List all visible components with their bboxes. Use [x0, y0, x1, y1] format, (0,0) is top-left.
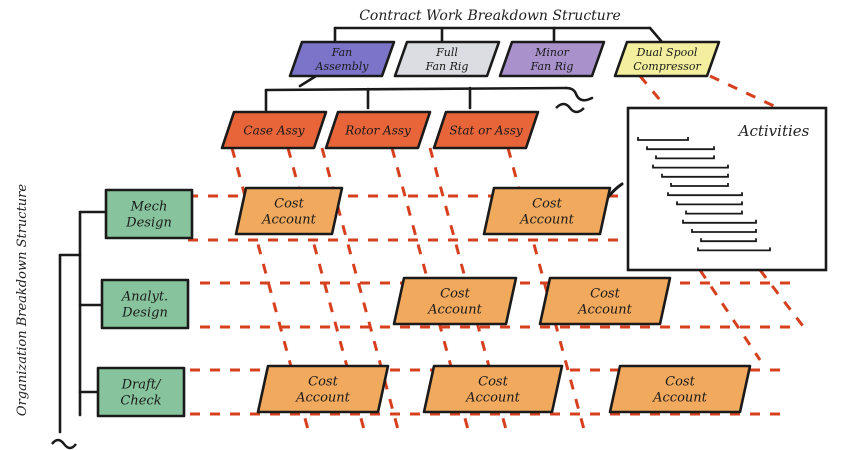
- activity-bars: [637, 137, 771, 252]
- minor-fan-rig-box-shape: [498, 40, 606, 78]
- activity-bar: [661, 173, 729, 178]
- cost-account-1-2-shape: [538, 276, 672, 326]
- activity-bar: [637, 137, 689, 141]
- dashed-guide-line: [638, 75, 662, 101]
- activity-bar: [700, 238, 757, 243]
- analyt-design-box-label: Design: [121, 306, 168, 321]
- cost-account-2-0-shape: [256, 364, 390, 414]
- mech-design-box-label: Design: [125, 216, 172, 231]
- activity-bar: [685, 210, 743, 215]
- draft-check-box-label: Check: [120, 394, 161, 409]
- full-fan-rig-box-label: Full: [435, 46, 458, 59]
- obs-break-mark: [51, 438, 77, 450]
- stator-assy-box-label: Stat or Assy: [449, 123, 523, 137]
- cost-account-0-2-label: Account: [519, 213, 575, 228]
- activity-bar: [646, 146, 715, 151]
- activities-panel: Activities: [626, 106, 828, 272]
- cost-account-1-2-label: Cost: [590, 287, 620, 302]
- dual-spool-compressor-box-label: Dual Spool: [636, 46, 698, 59]
- activity-bar: [676, 201, 743, 206]
- stator-assy-box-shape: [432, 110, 540, 150]
- activity-bar: [697, 247, 771, 252]
- dual-spool-compressor-box-shape: [613, 40, 721, 78]
- cost-account-2-2-label: Cost: [665, 375, 695, 390]
- cost-account-2-1-shape: [422, 364, 564, 414]
- dual-spool-compressor-box-label: Compressor: [633, 60, 701, 73]
- activity-bar: [691, 229, 757, 233]
- cost-account-2-0-label: Account: [295, 391, 351, 406]
- obs-tree-lines: [58, 210, 108, 434]
- case-assy-box: Case Assy: [220, 110, 328, 150]
- cost-account-2-2-shape: [608, 364, 752, 414]
- activity-bar: [655, 155, 715, 160]
- cost-account-1-1-shape: [392, 276, 518, 326]
- minor-fan-rig-box-label: Minor: [534, 46, 569, 59]
- cost-account-2-2-label: Account: [652, 391, 708, 406]
- dashed-guide-line: [758, 269, 808, 331]
- cost-account-0-0-shape: [234, 186, 344, 236]
- wbs-break-mark: [555, 102, 585, 114]
- analyt-design-box-shape: [100, 278, 190, 330]
- analyt-design-box: Analyt.Design: [100, 278, 190, 330]
- cost-account-1-2-label: Account: [577, 303, 633, 318]
- draft-check-box: Draft/Check: [96, 366, 186, 418]
- stator-assy-box: Stat or Assy: [432, 110, 540, 150]
- cost-account-0-0-label: Account: [261, 213, 317, 228]
- diagram-title: Contract Work Breakdown Structure: [359, 8, 621, 24]
- fan-assembly-box-shape: [288, 40, 396, 78]
- draft-check-box-label: Draft/: [121, 378, 162, 393]
- full-fan-rig-box-label: Fan Rig: [425, 60, 469, 73]
- minor-fan-rig-box-label: Fan Rig: [530, 60, 574, 73]
- mech-design-box-shape: [104, 188, 194, 240]
- activity-bar: [667, 192, 743, 197]
- cost-account-2-0-label: Cost: [308, 375, 338, 390]
- analyt-design-box-label: Analyt.: [121, 290, 168, 305]
- case-assy-box-label: Case Assy: [243, 123, 304, 137]
- cost-account-1-1-label: Account: [427, 303, 483, 318]
- cost-account-1-1-label: Cost: [440, 287, 470, 302]
- dashed-guide-line: [709, 74, 775, 108]
- wbs-tree-lines: [264, 26, 664, 112]
- cost-account-0-2-label: Cost: [532, 197, 562, 212]
- activity-bar: [670, 183, 729, 187]
- activities-label: Activities: [737, 122, 810, 140]
- cost-account-2-1-label: Account: [465, 391, 521, 406]
- case-assy-box-shape: [220, 110, 328, 150]
- draft-check-box-shape: [96, 366, 186, 418]
- cost-account-2-1-label: Cost: [478, 375, 508, 390]
- cost-account-0-2-shape: [482, 186, 612, 236]
- full-fan-rig-box-shape: [393, 40, 501, 78]
- obs-label: Organization Breakdown Structure: [15, 184, 30, 416]
- activity-bar: [682, 219, 757, 224]
- fan-assembly-box-label: Assembly: [315, 60, 370, 73]
- rotor-assy-box-shape: [324, 110, 432, 150]
- rotor-assy-box-label: Rotor Assy: [344, 123, 411, 137]
- fan-assembly-box-label: Fan: [331, 46, 353, 59]
- mech-design-box-label: Mech: [130, 200, 168, 215]
- cost-account-0-0-label: Cost: [274, 197, 304, 212]
- rotor-assy-box: Rotor Assy: [324, 110, 432, 150]
- activity-bar: [652, 164, 729, 169]
